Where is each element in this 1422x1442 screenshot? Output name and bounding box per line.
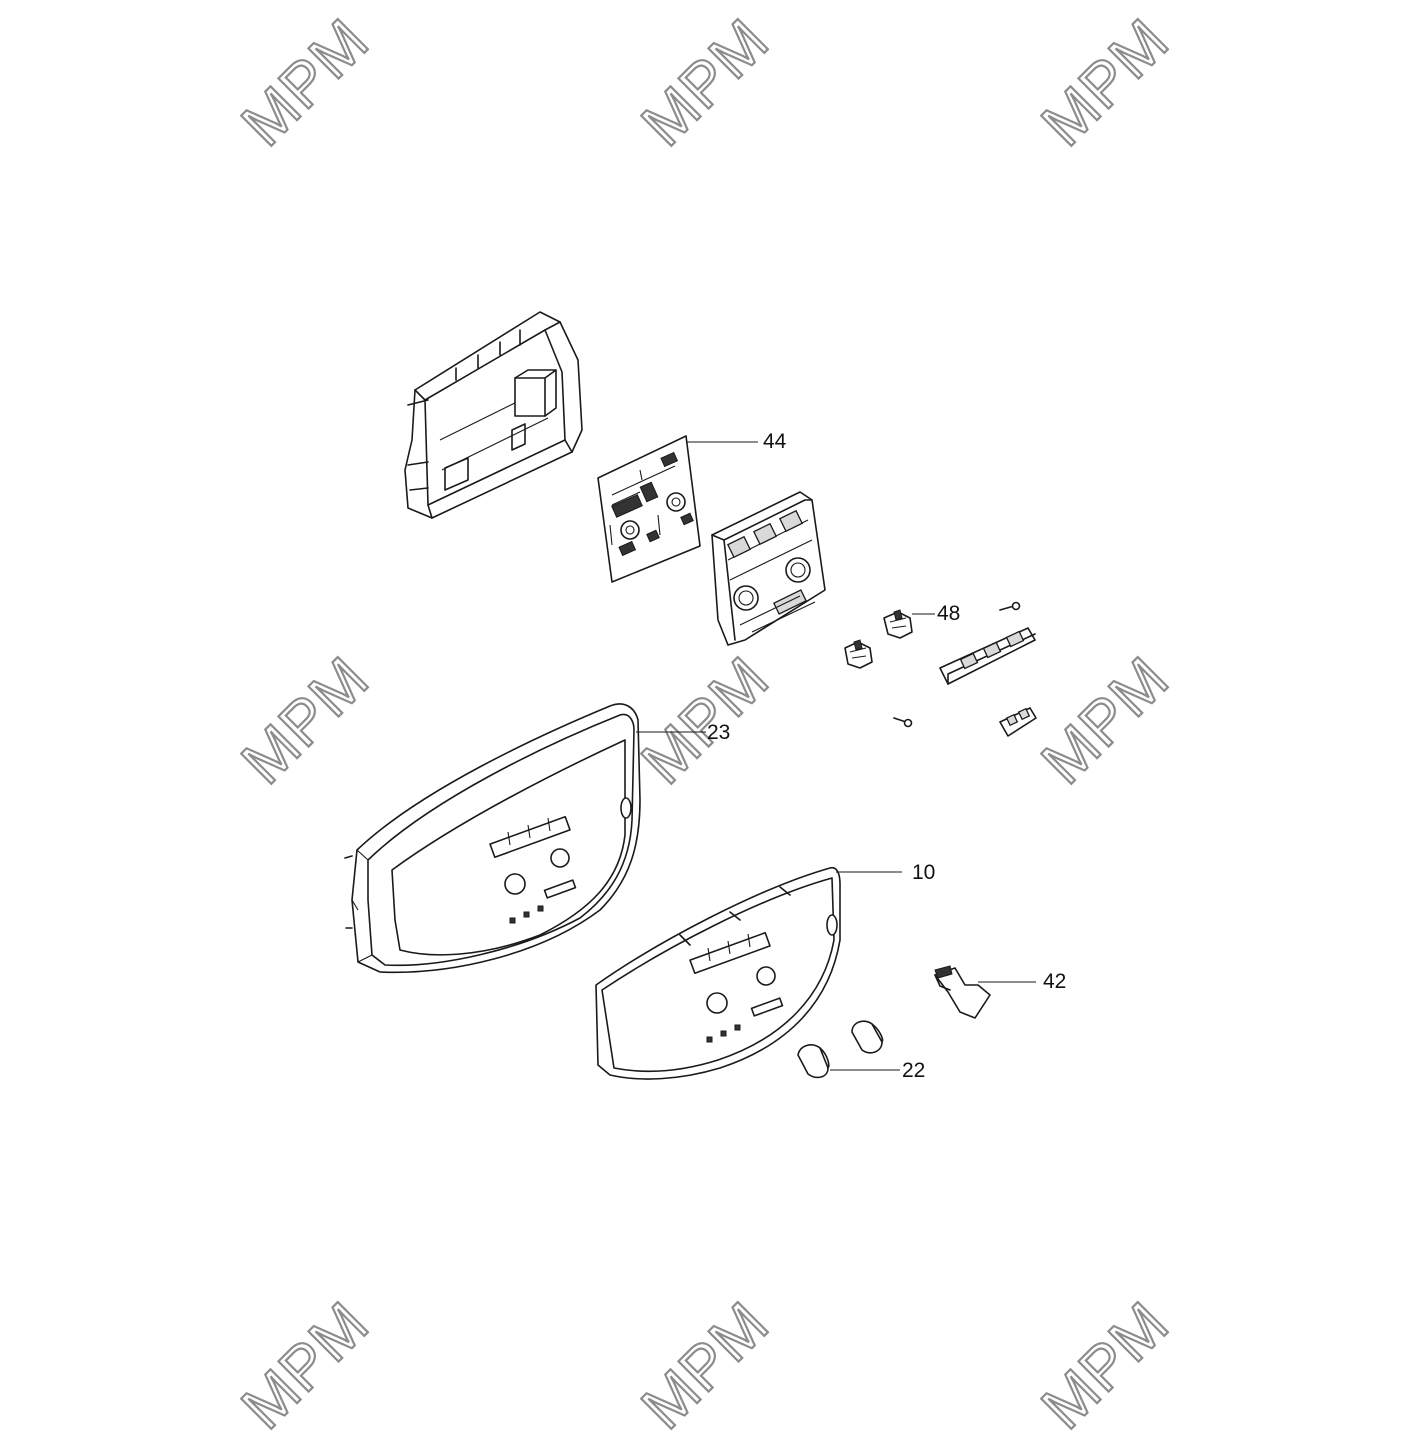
knob-cap-22-lower — [797, 1044, 900, 1079]
rear-housing-frame — [404, 311, 583, 519]
selector-knob-42 — [934, 965, 1036, 1019]
screw-lower — [893, 717, 913, 728]
knob-core-48 — [883, 609, 935, 639]
callout-10: 10 — [912, 861, 936, 884]
callout-44: 44 — [763, 430, 787, 453]
callout-42: 42 — [1043, 970, 1067, 993]
push-button-strip — [939, 627, 1036, 685]
knob-core-second — [844, 639, 873, 669]
callout-22: 22 — [902, 1059, 926, 1082]
front-bezel-23 — [344, 703, 706, 974]
knob-cap-22-upper — [851, 1020, 884, 1054]
screw-upper — [999, 601, 1021, 611]
switch-carrier-block — [711, 491, 826, 646]
double-button — [999, 707, 1037, 737]
callout-23: 23 — [707, 721, 731, 744]
callout-48: 48 — [937, 602, 961, 625]
front-panel-10 — [595, 866, 902, 1080]
pcb-board-44 — [597, 435, 758, 583]
